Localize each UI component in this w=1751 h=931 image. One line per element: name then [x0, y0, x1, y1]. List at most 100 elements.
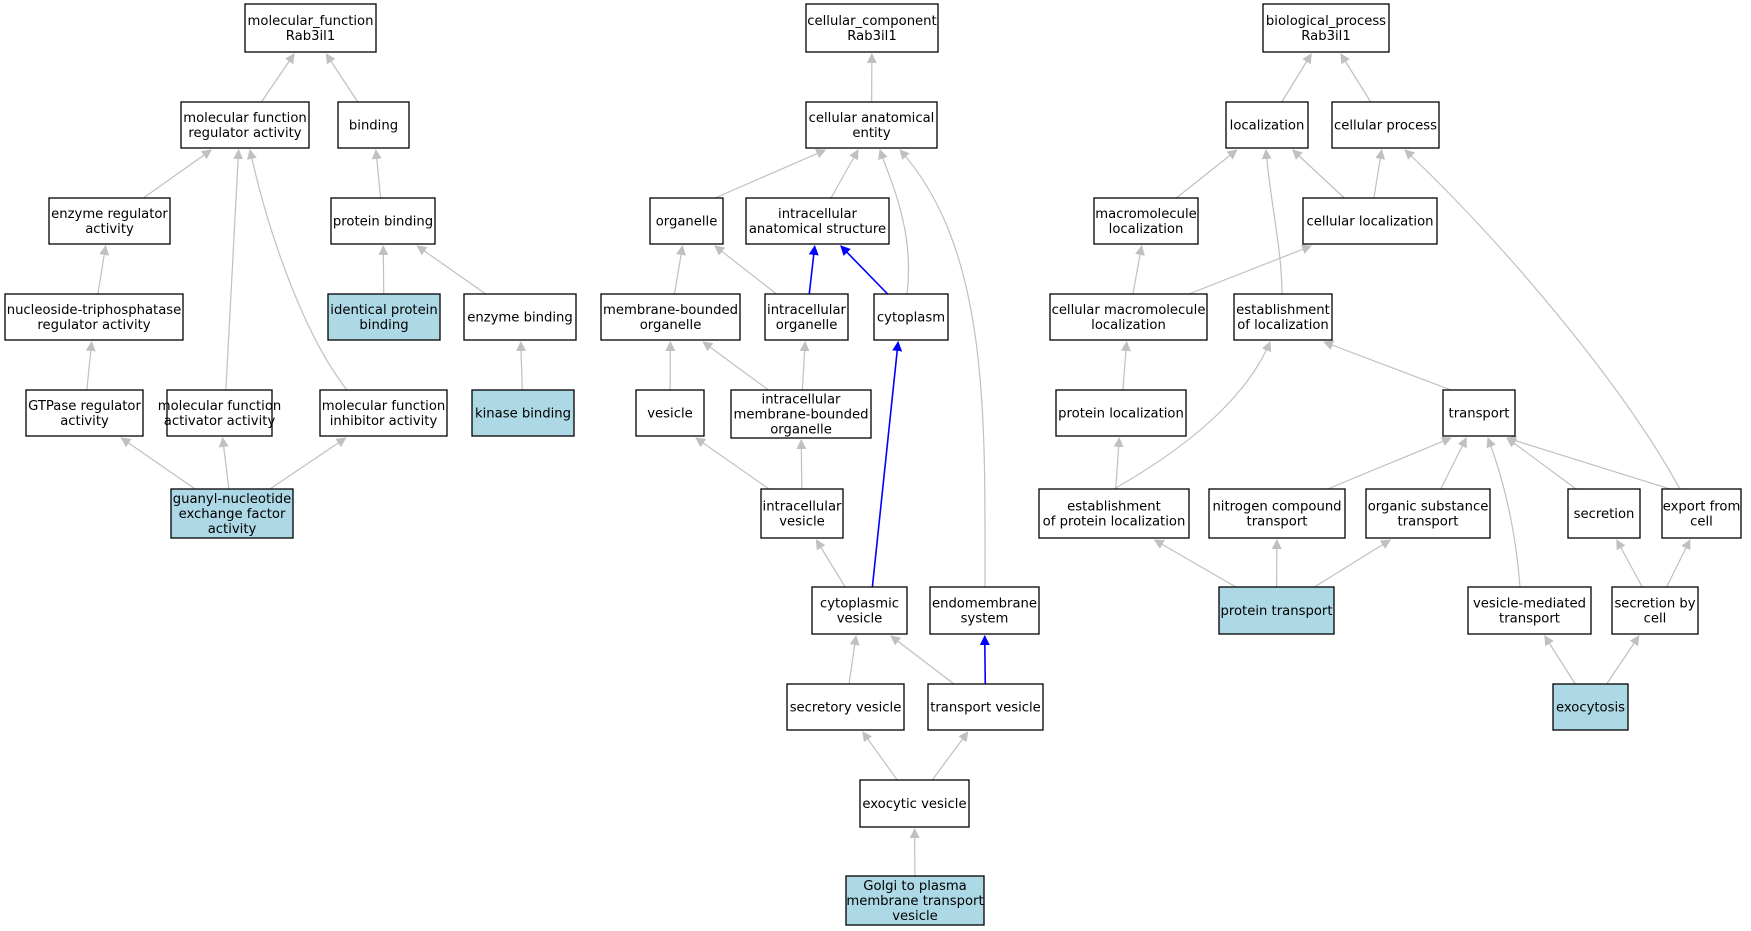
- edge-enz_reg-to-mf_reg: [143, 149, 212, 199]
- node-box: [805, 101, 938, 149]
- node-box: [859, 779, 970, 828]
- node-box: [1038, 488, 1190, 539]
- node-prot_trans[interactable]: protein transport: [1218, 586, 1335, 635]
- node-label-line: protein localization: [1058, 407, 1184, 422]
- node-box: [463, 293, 577, 341]
- node-box: [764, 293, 849, 341]
- edge-ident_prot-to-prot_bind: [378, 245, 389, 295]
- node-box: [1218, 586, 1335, 635]
- node-exocytosis[interactable]: exocytosis: [1552, 683, 1629, 731]
- node-vesicle[interactable]: vesicle: [635, 389, 705, 437]
- node-trans_ves[interactable]: transport vesicle: [927, 683, 1044, 731]
- edge-gef-to-mf_inh: [269, 437, 347, 490]
- node-exo_ves[interactable]: exocytic vesicle: [859, 779, 970, 828]
- node-label-line: transport vesicle: [930, 701, 1041, 716]
- edge-imbo-to-io: [799, 341, 810, 391]
- node-transport[interactable]: transport: [1442, 389, 1516, 437]
- node-local[interactable]: localization: [1225, 101, 1309, 149]
- edge-io-to-ias: [808, 245, 819, 295]
- edge-trans_ves-to-cv: [890, 635, 955, 685]
- node-label-line: macromolecule: [1095, 207, 1196, 222]
- node-label-line: vesicle: [779, 515, 824, 530]
- edge-sec_ves-to-cv: [848, 635, 860, 685]
- node-label-line: organelle: [656, 215, 718, 230]
- node-label-line: localization: [1230, 119, 1305, 134]
- node-label-line: membrane-bounded: [734, 408, 869, 423]
- node-label-line: cell: [1644, 612, 1667, 627]
- node-label-line: Golgi to plasma: [863, 879, 967, 894]
- node-box: [4, 293, 184, 341]
- edge-exo_ves-to-trans_ves: [931, 731, 969, 781]
- node-label-line: binding: [349, 119, 398, 134]
- node-label-line: molecular function: [183, 111, 307, 126]
- edge-cv-to-iv: [815, 539, 846, 588]
- node-box: [927, 683, 1044, 731]
- edge-local-to-bp_root: [1281, 53, 1312, 103]
- node-cytoplasm[interactable]: cytoplasm: [873, 293, 949, 341]
- edge-ntp_reg-to-enz_reg: [97, 245, 110, 295]
- node-label-line: transport: [1449, 407, 1510, 422]
- edge-iv-to-imbo: [796, 439, 807, 490]
- edge-macro_loc-to-local: [1175, 149, 1238, 199]
- edge-cell_loc-to-local: [1292, 149, 1345, 199]
- node-prot_loc[interactable]: protein localization: [1055, 389, 1187, 437]
- node-box: [1055, 389, 1187, 437]
- edge-prot_trans-to-est_prot_loc: [1153, 539, 1237, 588]
- edge-mf_act-to-mf_reg: [225, 149, 244, 391]
- node-label-line: intracellular: [767, 303, 846, 318]
- node-box: [1093, 197, 1199, 245]
- node-label-line: membrane-bounded: [603, 303, 738, 318]
- node-label-line: molecular function: [322, 399, 446, 414]
- node-label-line: kinase binding: [475, 407, 571, 422]
- node-cell_loc[interactable]: cellular localization: [1302, 197, 1438, 245]
- node-label-line: enzyme binding: [467, 311, 573, 326]
- edge-imbo-to-mbo: [702, 341, 769, 391]
- node-binding[interactable]: binding: [337, 101, 410, 149]
- node-enz_bind[interactable]: enzyme binding: [463, 293, 577, 341]
- node-label-line: guanyl-nucleotide: [173, 492, 292, 507]
- node-box: [730, 389, 872, 439]
- node-label-line: cellular_component: [807, 14, 936, 29]
- node-secretion[interactable]: secretion: [1567, 488, 1641, 539]
- node-kinase_bind[interactable]: kinase binding: [471, 389, 575, 437]
- node-cell_proc[interactable]: cellular process: [1331, 101, 1440, 149]
- node-box: [1611, 586, 1699, 635]
- node-label-line: nucleoside-triphosphatase: [7, 303, 182, 318]
- node-sec_ves[interactable]: secretory vesicle: [786, 683, 905, 731]
- node-label-line: identical protein: [330, 303, 437, 318]
- node-label-line: establishment: [1067, 500, 1161, 515]
- node-organelle[interactable]: organelle: [649, 197, 724, 245]
- node-label-line: exocytic vesicle: [862, 797, 966, 812]
- node-prot_bind[interactable]: protein binding: [330, 197, 436, 245]
